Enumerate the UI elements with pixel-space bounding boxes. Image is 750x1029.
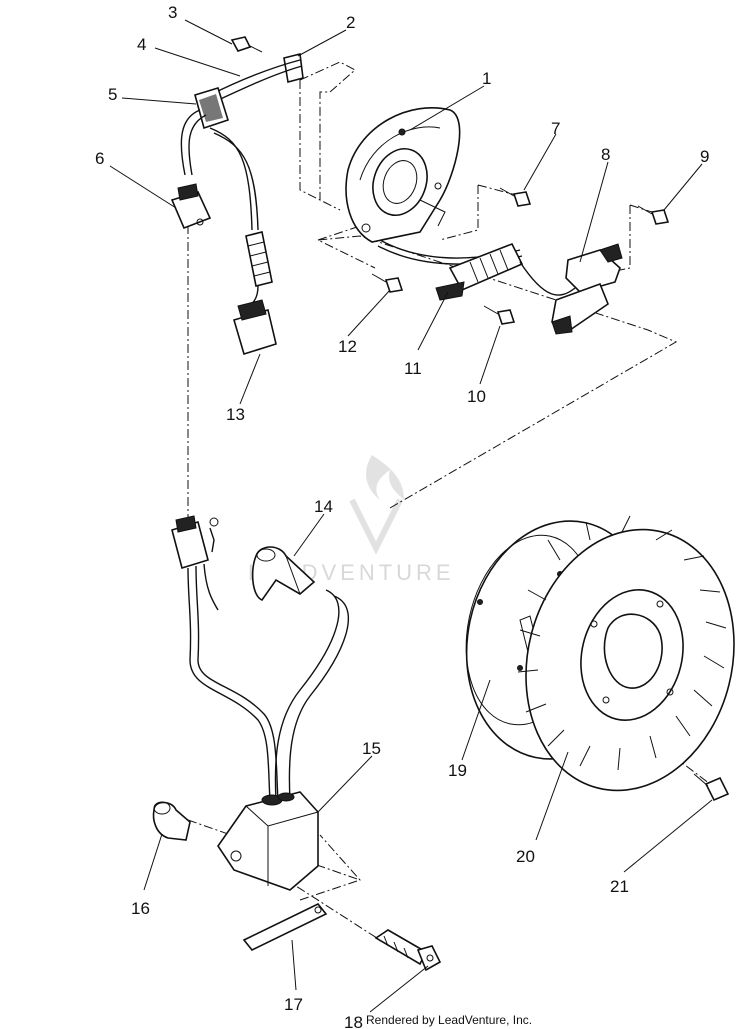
part-15-ignition-coil: [217, 791, 319, 891]
part-7-screw: [499, 187, 532, 207]
part-13-kill-switch-connector: [233, 231, 277, 356]
callout-2: 2: [346, 13, 355, 32]
callout-8: 8: [601, 145, 610, 164]
part-8-lighting-coil: [551, 243, 623, 335]
callout-3: 3: [168, 3, 177, 22]
footer-credit: Rendered by LeadVenture, Inc.: [366, 1013, 532, 1027]
callout-9: 9: [700, 147, 709, 166]
part-18-bolt: [374, 929, 442, 972]
callout-10: 10: [467, 387, 486, 406]
harness-connector-lower: [171, 515, 219, 661]
part-10-screw: [483, 305, 516, 325]
callout-5: 5: [108, 85, 117, 104]
callout-7: 7: [551, 119, 560, 138]
callout-19: 19: [448, 761, 467, 780]
part-12-screw: [371, 273, 404, 293]
part-16-spacer: [152, 801, 191, 841]
callout-20: 20: [516, 847, 535, 866]
callout-14: 14: [314, 497, 333, 516]
callout-4: 4: [137, 35, 146, 54]
part-11-pulser-coil: [377, 239, 576, 301]
wire-harness-upper: [180, 109, 259, 231]
high-tension-lead: [189, 589, 349, 801]
callout-12: 12: [338, 337, 357, 356]
callout-16: 16: [131, 899, 150, 918]
part-14-spark-plug-cap: [251, 546, 316, 601]
part-9-screw: [637, 205, 670, 225]
callout-labels: 3 2 4 5 6 1 7 8 9 10 11 12 13 14 15 16 1…: [95, 3, 709, 1029]
part-3-screw: [230, 36, 263, 53]
callout-11: 11: [404, 359, 422, 378]
callout-15: 15: [362, 739, 381, 758]
part-6-connector: [170, 183, 212, 230]
part-1-stator-plate: [345, 107, 461, 243]
callout-1: 1: [482, 69, 491, 88]
part-20-fan: [517, 515, 735, 792]
callout-18: 18: [344, 1013, 363, 1029]
part-17-ground-strip: [242, 903, 328, 951]
callout-13: 13: [226, 405, 245, 424]
part-21-bolt: [693, 773, 730, 802]
leader-lines: [109, 19, 713, 1013]
callout-17: 17: [284, 995, 303, 1014]
callout-6: 6: [95, 149, 104, 168]
part-5-grommet: [194, 87, 229, 130]
callout-21: 21: [610, 877, 629, 896]
